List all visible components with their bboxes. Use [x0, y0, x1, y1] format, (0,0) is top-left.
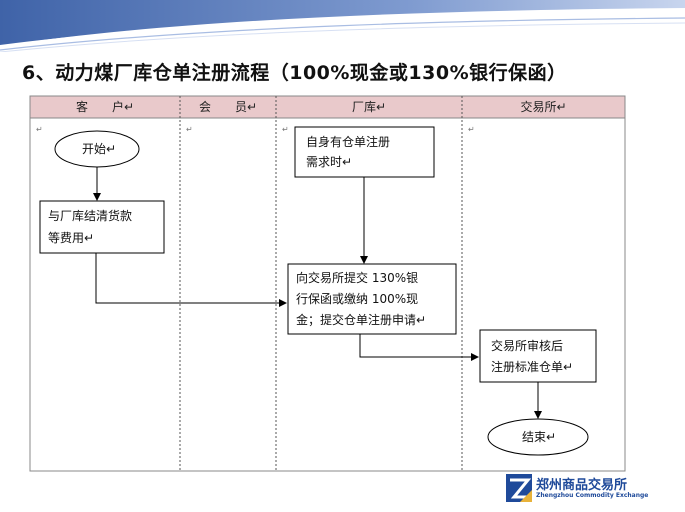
review-box [479, 329, 597, 383]
lane-label-exchange: 交易所↵ [520, 100, 567, 114]
end-node [487, 418, 589, 456]
submit-box [287, 263, 457, 335]
return-mark: ↵ [36, 125, 43, 134]
submit-line1: 向交易所提交 130%银 [296, 271, 419, 285]
return-mark: ↵ [186, 125, 193, 134]
start-node-label: 开始↵ [82, 142, 117, 156]
settle-fees-line2: 等费用↵ [48, 231, 95, 245]
end-node-label: 结束↵ [522, 430, 557, 444]
self-need-box [294, 126, 435, 178]
lane-label-warehouse: 厂库↵ [351, 100, 387, 114]
return-mark: ↵ [282, 125, 289, 134]
arrow-submit-to-review [359, 334, 479, 361]
exchange-logo [506, 474, 532, 502]
logo-name-en: Zhengzhou Commodity Exchange [536, 492, 649, 499]
self-need-line2: 需求时↵ [306, 155, 353, 169]
lane-header-bar [29, 95, 626, 119]
settle-fees-box [39, 200, 165, 254]
return-mark: ↵ [468, 125, 475, 134]
submit-line3: 金；提交仓单注册申请↵ [296, 313, 427, 327]
lane-label-customer: 客 户↵ [75, 100, 135, 114]
slide-title: 6、动力煤厂库仓单注册流程（100%现金或130%银行保函） [22, 62, 567, 84]
logo-name-cn: 郑州商品交易所 [536, 478, 628, 493]
self-need-line1: 自身有仓单注册 [306, 135, 391, 149]
review-line2: 注册标准仓单↵ [491, 360, 574, 374]
settle-fees-line1: 与厂库结清货款 [48, 209, 133, 223]
header-swoosh [0, 0, 685, 52]
submit-line2: 行保函或缴纳 100%现 [296, 292, 419, 306]
lane-label-member: 会 员↵ [198, 100, 258, 114]
arrow-settle-to-submit [95, 253, 287, 307]
review-line1: 交易所审核后 [491, 339, 564, 353]
